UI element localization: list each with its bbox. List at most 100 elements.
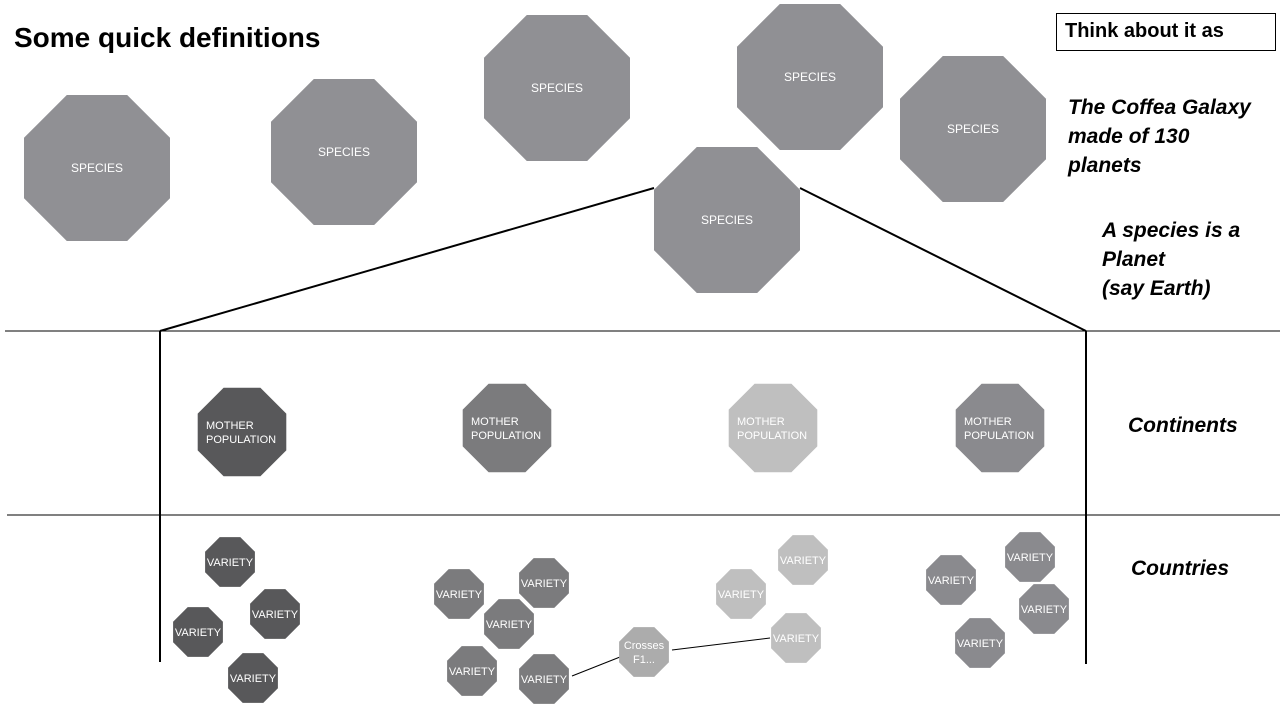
species-node-2-label: SPECIES — [318, 145, 370, 159]
countries-label: Countries — [1131, 557, 1230, 580]
species-node-3-shape — [484, 15, 630, 161]
variety-node-11-shape — [778, 535, 828, 585]
variety-node-15-shape — [1019, 584, 1069, 634]
variety-node-6-label: VARIETY — [521, 578, 568, 590]
variety-node-14-label: VARIETY — [1007, 552, 1054, 564]
variety-node-2: VARIETY — [250, 589, 300, 639]
species-node-6: SPECIES — [654, 147, 800, 293]
mother-population-node-3-label: POPULATION — [737, 430, 807, 442]
variety-node-1: VARIETY — [205, 537, 255, 587]
variety-node-12: VARIETY — [771, 613, 821, 663]
planet-note-line-1: A species is a — [1102, 219, 1241, 242]
variety-node-10-shape — [716, 569, 766, 619]
galaxy-note-line-1: The Coffea Galaxy — [1068, 96, 1251, 119]
variety-node-1-label: VARIETY — [207, 557, 254, 569]
variety-node-1-shape — [205, 537, 255, 587]
galaxy-note-line-3: planets — [1068, 154, 1142, 177]
crosses-node: CrossesF1... — [619, 627, 669, 677]
mother-population-node-2: MOTHER POPULATION — [462, 383, 552, 473]
mother-population-node-4-label: POPULATION — [964, 430, 1034, 442]
mother-population-node-3-label: MOTHER — [737, 416, 785, 428]
mother-population-node-1-shape — [197, 387, 287, 477]
variety-node-3: VARIETY — [173, 607, 223, 657]
callout-box: Think about it as — [1056, 13, 1276, 51]
variety-node-13: VARIETY — [926, 555, 976, 605]
continents-label: Continents — [1128, 414, 1238, 437]
species-node-4-shape — [737, 4, 883, 150]
variety-node-14: VARIETY — [1005, 532, 1055, 582]
mother-population-node-3-shape — [728, 383, 818, 473]
species-node-1: SPECIES — [24, 95, 170, 241]
crosses-node-label: F1... — [633, 654, 655, 666]
variety-node-5-label: VARIETY — [436, 589, 483, 601]
variety-node-16-shape — [955, 618, 1005, 668]
zoom-line-left — [159, 187, 655, 332]
species-node-3-label: SPECIES — [531, 81, 583, 95]
mother-population-node-1: MOTHER POPULATION — [197, 387, 287, 477]
mother-population-node-4-label: MOTHER — [964, 416, 1012, 428]
variety-node-7: VARIETY — [484, 599, 534, 649]
variety-node-4-shape — [228, 653, 278, 703]
slide-title: Some quick definitions — [14, 22, 321, 53]
mother-population-node-4: MOTHER POPULATION — [955, 383, 1045, 473]
planet-note-line-3: (say Earth) — [1102, 277, 1211, 300]
variety-node-11-label: VARIETY — [780, 555, 827, 567]
species-node-1-shape — [24, 95, 170, 241]
variety-node-8: VARIETY — [447, 646, 497, 696]
variety-node-11: VARIETY — [778, 535, 828, 585]
variety-node-16: VARIETY — [955, 618, 1005, 668]
species-node-3: SPECIES — [484, 15, 630, 161]
variety-node-5: VARIETY — [434, 569, 484, 619]
species-node-5-label: SPECIES — [947, 122, 999, 136]
mother-population-node-4-shape — [955, 383, 1045, 473]
variety-node-12-shape — [771, 613, 821, 663]
variety-node-14-shape — [1005, 532, 1055, 582]
variety-node-16-label: VARIETY — [957, 638, 1004, 650]
species-node-5-shape — [900, 56, 1046, 202]
variety-node-15-label: VARIETY — [1021, 604, 1068, 616]
galaxy-note-line-2: made of 130 — [1068, 125, 1190, 148]
mother-population-node-2-shape — [462, 383, 552, 473]
variety-node-4: VARIETY — [228, 653, 278, 703]
variety-node-7-label: VARIETY — [486, 619, 533, 631]
galaxy-note: The Coffea Galaxy made of 130 planets — [1068, 93, 1251, 180]
variety-node-7-shape — [484, 599, 534, 649]
mother-population-node-2-label: MOTHER — [471, 416, 519, 428]
variety-node-10: VARIETY — [716, 569, 766, 619]
cross-link-left — [571, 656, 621, 677]
variety-node-10-label: VARIETY — [718, 589, 765, 601]
cross-link-right — [671, 637, 771, 651]
variety-node-2-label: VARIETY — [252, 609, 299, 621]
variety-node-13-label: VARIETY — [928, 575, 975, 587]
crosses-node-label: Crosses — [624, 640, 665, 652]
species-node-6-shape — [654, 147, 800, 293]
variety-node-12-label: VARIETY — [773, 633, 820, 645]
planet-note: A species is a Planet (say Earth) — [1102, 216, 1240, 303]
mother-population-node-3: MOTHER POPULATION — [728, 383, 818, 473]
species-node-1-label: SPECIES — [71, 161, 123, 175]
variety-node-5-shape — [434, 569, 484, 619]
variety-node-3-label: VARIETY — [175, 627, 222, 639]
crosses-node-shape — [619, 627, 669, 677]
species-node-4-label: SPECIES — [784, 70, 836, 84]
mother-population-node-1-label: MOTHER — [206, 420, 254, 432]
species-node-6-label: SPECIES — [701, 213, 753, 227]
variety-node-9-shape — [519, 654, 569, 704]
planet-note-line-2: Planet — [1102, 248, 1166, 271]
mother-population-node-1-label: POPULATION — [206, 434, 276, 446]
variety-node-2-shape — [250, 589, 300, 639]
variety-node-15: VARIETY — [1019, 584, 1069, 634]
variety-node-6-shape — [519, 558, 569, 608]
species-node-2: SPECIES — [271, 79, 417, 225]
variety-node-8-shape — [447, 646, 497, 696]
species-node-2-shape — [271, 79, 417, 225]
variety-node-3-shape — [173, 607, 223, 657]
mother-population-node-2-label: POPULATION — [471, 430, 541, 442]
variety-node-9: VARIETY — [519, 654, 569, 704]
variety-node-6: VARIETY — [519, 558, 569, 608]
variety-node-4-label: VARIETY — [230, 673, 277, 685]
species-node-4: SPECIES — [737, 4, 883, 150]
variety-node-9-label: VARIETY — [521, 674, 568, 686]
